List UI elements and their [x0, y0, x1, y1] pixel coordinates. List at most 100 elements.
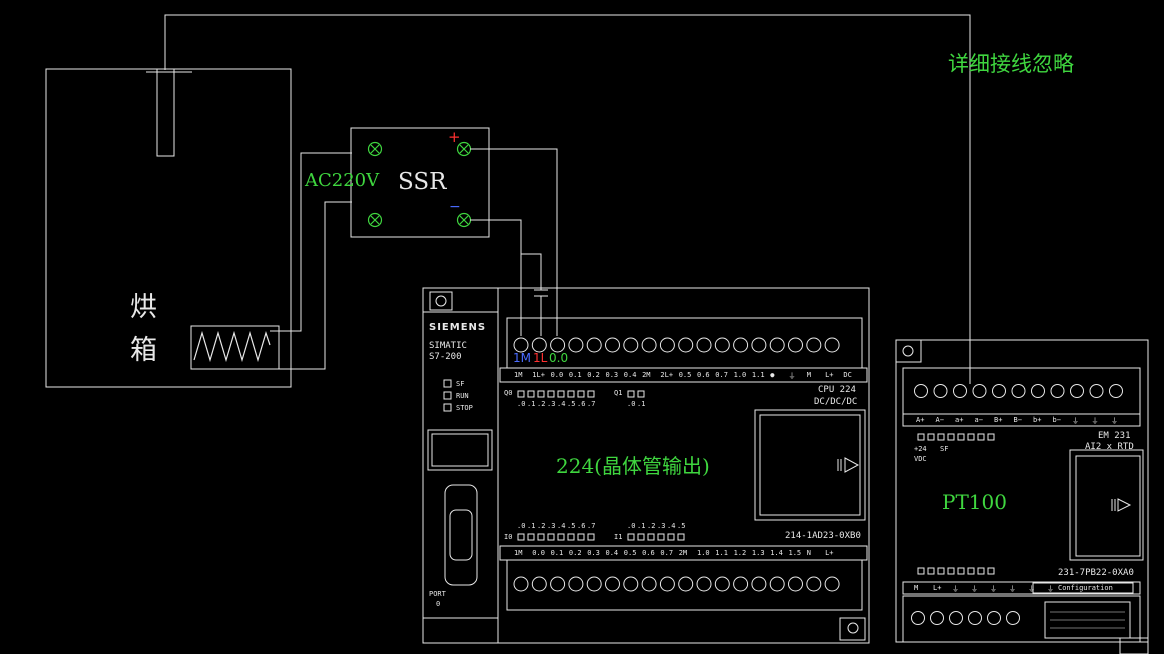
- input-bit-label: .2: [537, 522, 546, 530]
- terminal-screw: [1031, 384, 1045, 398]
- terminal-screw: [1050, 384, 1065, 398]
- terminal-label: 0.0: [532, 549, 545, 557]
- terminal-label: A−: [935, 416, 944, 424]
- terminal-screw: [769, 576, 785, 592]
- output-bit-label: .2: [537, 400, 546, 408]
- plc-cpu-type: DC/DC/DC: [814, 397, 858, 407]
- terminal-screw: [1006, 611, 1020, 625]
- input-led: [567, 533, 575, 541]
- terminal-label: M: [806, 371, 812, 379]
- em-led: [937, 433, 945, 441]
- terminal-screw: [751, 576, 767, 592]
- terminal-label: 0.5: [623, 549, 637, 557]
- terminal-label: ⏚: [1028, 585, 1035, 593]
- terminal-label: 0.3: [605, 371, 619, 379]
- em-model: EM 231: [1098, 431, 1131, 441]
- terminal-screw: [586, 576, 602, 592]
- ssr-box: [350, 127, 490, 238]
- terminal-screw: [696, 576, 712, 592]
- em-sf-label: SF: [940, 445, 949, 453]
- terminal-screw: [824, 576, 840, 592]
- input-bit-label: .4: [557, 522, 566, 530]
- terminal-label: ⏚: [1072, 417, 1079, 425]
- terminal-label: 1.0: [733, 371, 747, 379]
- em-center-label: PT100: [942, 490, 1007, 514]
- input-led: [577, 533, 585, 541]
- heater-box: [190, 325, 280, 370]
- output-bit-label: .5: [567, 400, 576, 408]
- em-supply-line2: VDC: [914, 455, 927, 463]
- em-config-label: Configuration: [1058, 584, 1113, 592]
- em-231-module: [895, 339, 1149, 654]
- output-bit-label: .0: [627, 400, 636, 408]
- ac-voltage-label: AC220V: [305, 170, 380, 191]
- output-led: [517, 390, 525, 398]
- terminal-screw: [531, 576, 547, 592]
- plc-center-label: 224(晶体管输出): [556, 454, 710, 478]
- terminal-label: 1M: [514, 549, 523, 557]
- output-led: [577, 390, 585, 398]
- output-led: [527, 390, 535, 398]
- terminal-screw: [972, 384, 987, 398]
- terminal-label: 2M: [678, 549, 688, 557]
- i1-label: I1: [614, 533, 623, 541]
- em-led: [947, 433, 955, 441]
- terminal-screw: [769, 337, 785, 353]
- terminal-screw: [788, 337, 803, 353]
- terminal-screw: [531, 337, 547, 353]
- input-led: [557, 533, 565, 541]
- oven-label-line1: 烘: [130, 292, 157, 323]
- terminal-screw: [623, 576, 639, 592]
- em-led: [967, 567, 975, 575]
- terminal-label: 1.5: [788, 549, 802, 557]
- terminal-label: M: [914, 584, 919, 592]
- terminal-label: 0.3: [587, 549, 600, 557]
- terminal-label: ⏚: [971, 585, 978, 593]
- plc-port-number: 0: [436, 600, 441, 608]
- em-leds: [917, 433, 995, 575]
- plc-cpu-224: [422, 287, 870, 644]
- em-led: [937, 567, 945, 575]
- terminal-screw: [568, 337, 584, 353]
- terminal-label: 0.4: [623, 371, 637, 379]
- oven-label-line2: 箱: [130, 335, 157, 366]
- input-bit-label: .6: [577, 522, 586, 530]
- terminal-label: ⏚: [788, 372, 796, 380]
- em-led: [967, 433, 975, 441]
- input-bit-label: .3: [657, 522, 666, 530]
- input-bit-label: .2: [647, 522, 656, 530]
- terminal-screw: [987, 611, 1001, 625]
- output-bit-label: .4: [557, 400, 566, 408]
- em-led: [947, 567, 955, 575]
- terminal-label: 0.1: [550, 549, 564, 557]
- terminal-screw: [1070, 384, 1084, 398]
- terminal-screw: [568, 576, 584, 592]
- terminal-screw: [1109, 384, 1123, 398]
- terminal-label: B+: [994, 416, 1003, 424]
- ac-wire-1: [270, 152, 352, 332]
- plc-line2: S7-200: [429, 352, 462, 362]
- em-led: [977, 433, 985, 441]
- terminal-screw: [933, 384, 948, 398]
- cartridge-arrow-icon: [844, 457, 860, 473]
- terminal-label: 1.0: [697, 549, 710, 557]
- terminal-label: DC: [843, 371, 852, 379]
- terminal-screw: [696, 337, 712, 353]
- terminal-screw: [911, 611, 925, 625]
- em-led: [957, 567, 965, 575]
- plc-part-number: 214-1AD23-0XB0: [785, 531, 861, 541]
- terminal-label: 0.2: [568, 549, 582, 557]
- heater-element: [193, 330, 271, 363]
- terminal-screw: [714, 337, 730, 353]
- input-led: [647, 533, 655, 541]
- em-supply-line1: +24: [914, 445, 927, 453]
- terminal-label: 0.4: [605, 549, 619, 557]
- em-led: [977, 567, 985, 575]
- output-led: [557, 390, 565, 398]
- i0-label: I0: [504, 533, 513, 541]
- led-sf-label: SF: [456, 380, 465, 388]
- em-top-terminals: [914, 384, 1123, 398]
- em-led: [927, 433, 935, 441]
- input-led: [657, 533, 665, 541]
- terminal-label: 0.2: [587, 371, 600, 379]
